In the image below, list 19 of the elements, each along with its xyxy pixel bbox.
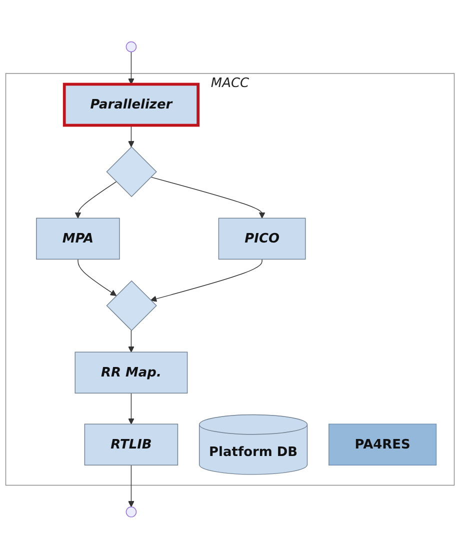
node-box: MPA [36,218,120,260]
arrow [128,330,134,353]
arrow [128,52,134,85]
node-box: PA4RES [328,424,437,466]
node-circle [126,506,137,518]
arrow [128,125,134,148]
arrow [150,259,262,302]
node-diamond [106,146,157,198]
arrow [128,392,134,425]
node-box: RR Map. [74,352,188,394]
arrow [128,464,134,508]
arrow [150,176,266,219]
node-box: RTLIB [84,424,178,466]
node-circle [126,42,137,52]
node-box: PICO [218,218,306,260]
node-diamond [106,280,157,332]
arrow [78,259,117,296]
node-box: Parallelizer [62,82,200,127]
arrow [74,181,117,219]
